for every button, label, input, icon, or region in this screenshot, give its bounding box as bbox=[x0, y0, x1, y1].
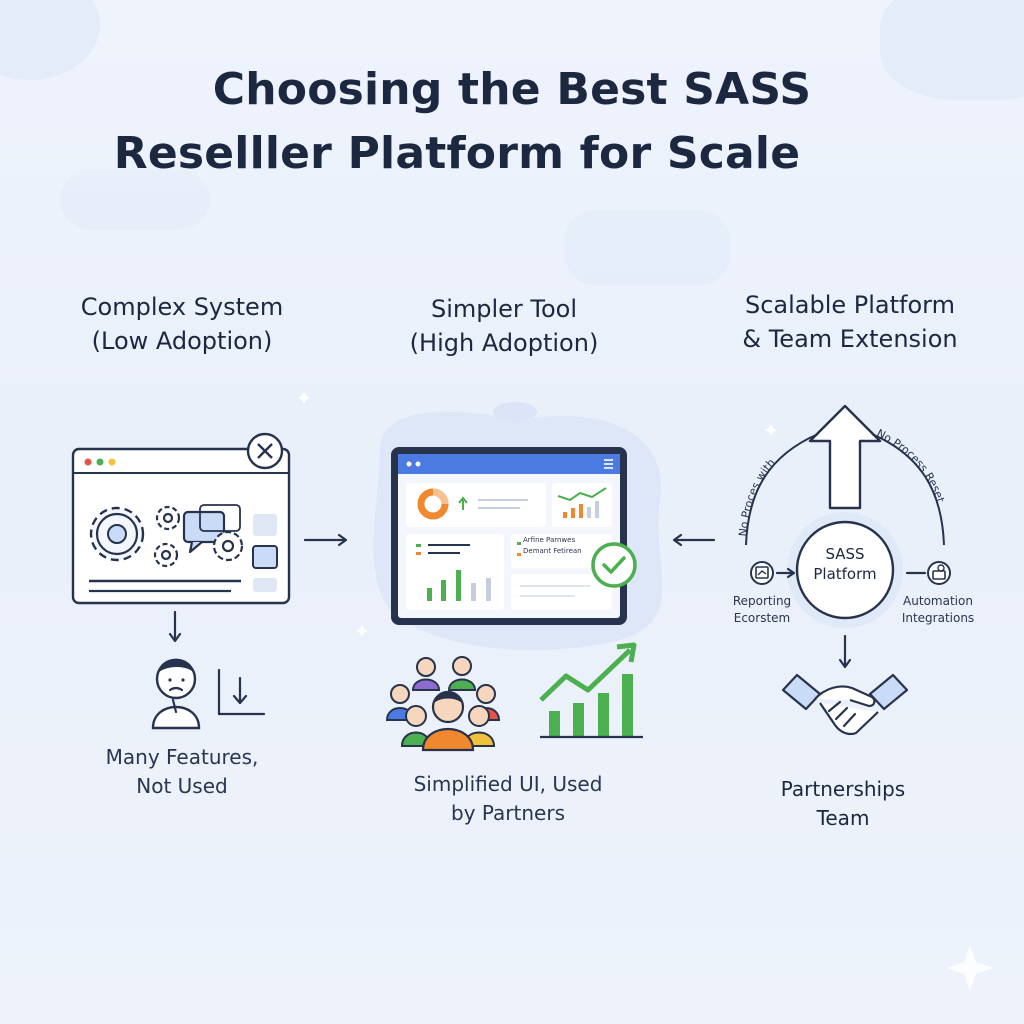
heading-line: Simpler Tool bbox=[430, 295, 578, 323]
hub-label-line: SASS bbox=[825, 545, 865, 563]
caption-line: Many Features, bbox=[105, 745, 259, 769]
window-dot-green bbox=[96, 458, 104, 466]
window-dot bbox=[415, 461, 421, 467]
automation-icon bbox=[927, 561, 951, 585]
legend-swatch bbox=[517, 542, 521, 545]
sparkle-icon bbox=[356, 625, 368, 637]
page-title: Choosing the Best SASS Reselller Platfor… bbox=[0, 58, 1024, 186]
legend-swatch bbox=[416, 544, 421, 547]
reporting-label: Reporting Ecorstem bbox=[722, 593, 802, 627]
arrow-left-icon bbox=[672, 533, 716, 547]
node-label-line: Automation bbox=[903, 594, 973, 608]
caption-line: by Partners bbox=[451, 801, 565, 825]
caption-line: Team bbox=[816, 806, 870, 830]
caption-line: Simplified UI, Used bbox=[413, 772, 603, 796]
menu-icon bbox=[604, 459, 613, 469]
partnerships-team-caption: Partnerships Team bbox=[743, 775, 943, 833]
chat-bubble-icon bbox=[182, 504, 241, 554]
window-dot-red bbox=[84, 458, 92, 466]
placeholder-block bbox=[252, 545, 278, 569]
arc-label-left-text: No Proces with bbox=[736, 456, 777, 537]
window-dot bbox=[406, 461, 412, 467]
dashboard-legend-item: Demant Fetirean bbox=[523, 547, 582, 555]
mini-bar-chart bbox=[557, 487, 607, 518]
decline-chart-icon bbox=[217, 668, 266, 716]
caption-line: Not Used bbox=[136, 774, 228, 798]
arc-label-right-text: No Process Reset bbox=[875, 427, 948, 505]
arrow-down-icon bbox=[838, 634, 852, 669]
legend-swatch bbox=[517, 553, 521, 556]
heading-line: & Team Extension bbox=[742, 325, 958, 353]
heading-line: (Low Adoption) bbox=[91, 327, 273, 355]
app-header-bar bbox=[398, 454, 620, 474]
bar-chart bbox=[427, 570, 491, 601]
dashboard-card bbox=[511, 534, 612, 568]
arrow-up-icon bbox=[458, 496, 468, 510]
complex-system-heading: Complex System (Low Adoption) bbox=[62, 290, 302, 358]
big-up-arrow-icon bbox=[808, 404, 882, 510]
gear-icon bbox=[153, 542, 179, 568]
right-arc-arrow bbox=[871, 433, 945, 546]
gear-icon bbox=[155, 505, 181, 531]
simpler-tool-caption: Simplified UI, Used by Partners bbox=[378, 770, 638, 828]
arc-label-left: No Proces with bbox=[736, 456, 777, 537]
reporting-icon bbox=[750, 561, 774, 585]
placeholder-block bbox=[253, 514, 277, 536]
hub-label-line: Platform bbox=[813, 565, 877, 583]
heading-line: Complex System bbox=[80, 293, 284, 321]
hub-label: SASS Platform bbox=[797, 544, 893, 584]
donut-segment bbox=[432, 488, 449, 505]
dashboard-legend-item: Arfine Parnwes bbox=[523, 536, 576, 544]
dashboard-card bbox=[511, 574, 612, 610]
placeholder-block bbox=[253, 578, 277, 592]
automation-label: Automation Integrations bbox=[892, 593, 984, 627]
background-blob bbox=[60, 170, 210, 230]
sass-platform-hub bbox=[795, 520, 895, 620]
browser-window bbox=[71, 447, 291, 605]
legend-swatch bbox=[416, 552, 421, 555]
title-line-2: Reselller Platform for Scale bbox=[113, 128, 801, 179]
scalable-platform-heading: Scalable Platform & Team Extension bbox=[720, 288, 980, 356]
growth-chart-icon bbox=[539, 642, 643, 739]
complex-system-caption: Many Features, Not Used bbox=[62, 743, 302, 801]
arc-label-right: No Process Reset bbox=[875, 427, 948, 505]
arrow-right-icon bbox=[775, 567, 796, 579]
close-icon bbox=[246, 432, 284, 470]
handshake-icon bbox=[781, 673, 909, 736]
heading-line: (High Adoption) bbox=[409, 329, 599, 357]
node-label-line: Integrations bbox=[901, 611, 975, 625]
users-group-icon bbox=[385, 656, 501, 752]
arrow-down-icon bbox=[168, 610, 182, 643]
unhappy-user-icon bbox=[151, 658, 201, 730]
sparkle-icon bbox=[765, 424, 777, 436]
title-line-1: Choosing the Best SASS bbox=[212, 64, 812, 115]
background-blob bbox=[565, 210, 730, 285]
caption-line: Partnerships bbox=[780, 777, 906, 801]
node-label-line: Reporting bbox=[732, 594, 792, 608]
simpler-tool-heading: Simpler Tool (High Adoption) bbox=[384, 292, 624, 360]
heading-line: Scalable Platform bbox=[744, 291, 956, 319]
gear-icon bbox=[89, 506, 145, 562]
arrow-right-icon bbox=[303, 533, 348, 547]
window-dot-yellow bbox=[108, 458, 116, 466]
left-arc-arrow bbox=[745, 433, 819, 546]
background-blob bbox=[880, 0, 1024, 100]
gear-icon bbox=[212, 530, 244, 562]
check-icon bbox=[591, 542, 637, 588]
sparkle-icon bbox=[947, 945, 993, 991]
background-blob bbox=[493, 402, 537, 422]
sparkle-icon bbox=[298, 392, 310, 404]
node-label-line: Ecorstem bbox=[733, 611, 791, 625]
